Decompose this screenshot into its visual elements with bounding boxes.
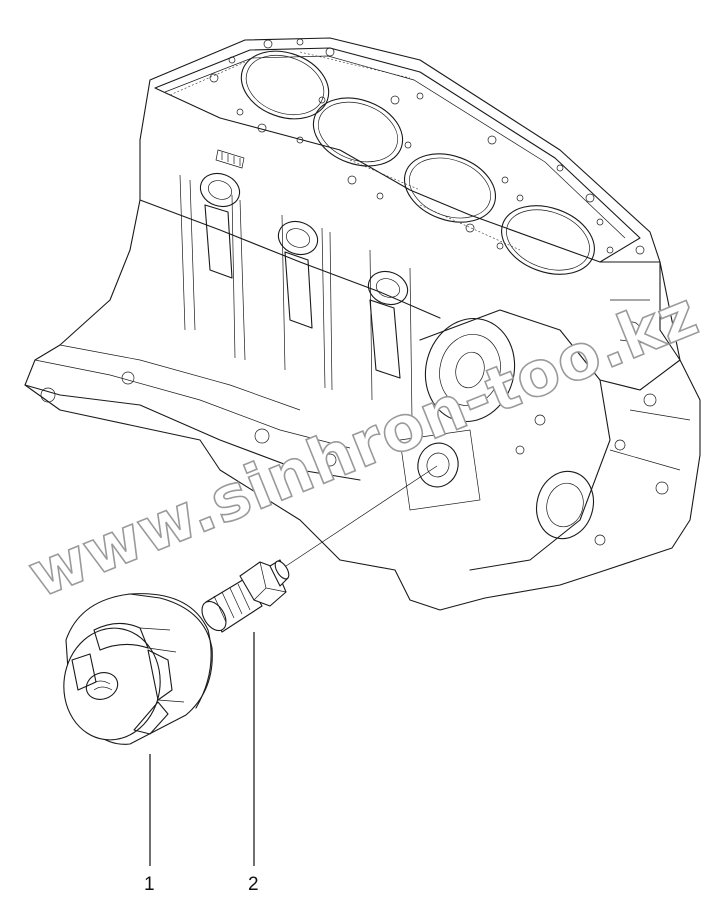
oil-filter (63, 593, 213, 745)
watermark: www.sinhron-too.kz (18, 277, 703, 612)
filter-fitting (201, 559, 290, 633)
engine-block (24, 37, 701, 611)
callout-2: 2 (248, 632, 259, 895)
callout-1: 1 (144, 754, 155, 895)
callout-label-2: 2 (248, 874, 259, 895)
callout-label-1: 1 (144, 874, 155, 895)
assembly-line (279, 465, 438, 571)
